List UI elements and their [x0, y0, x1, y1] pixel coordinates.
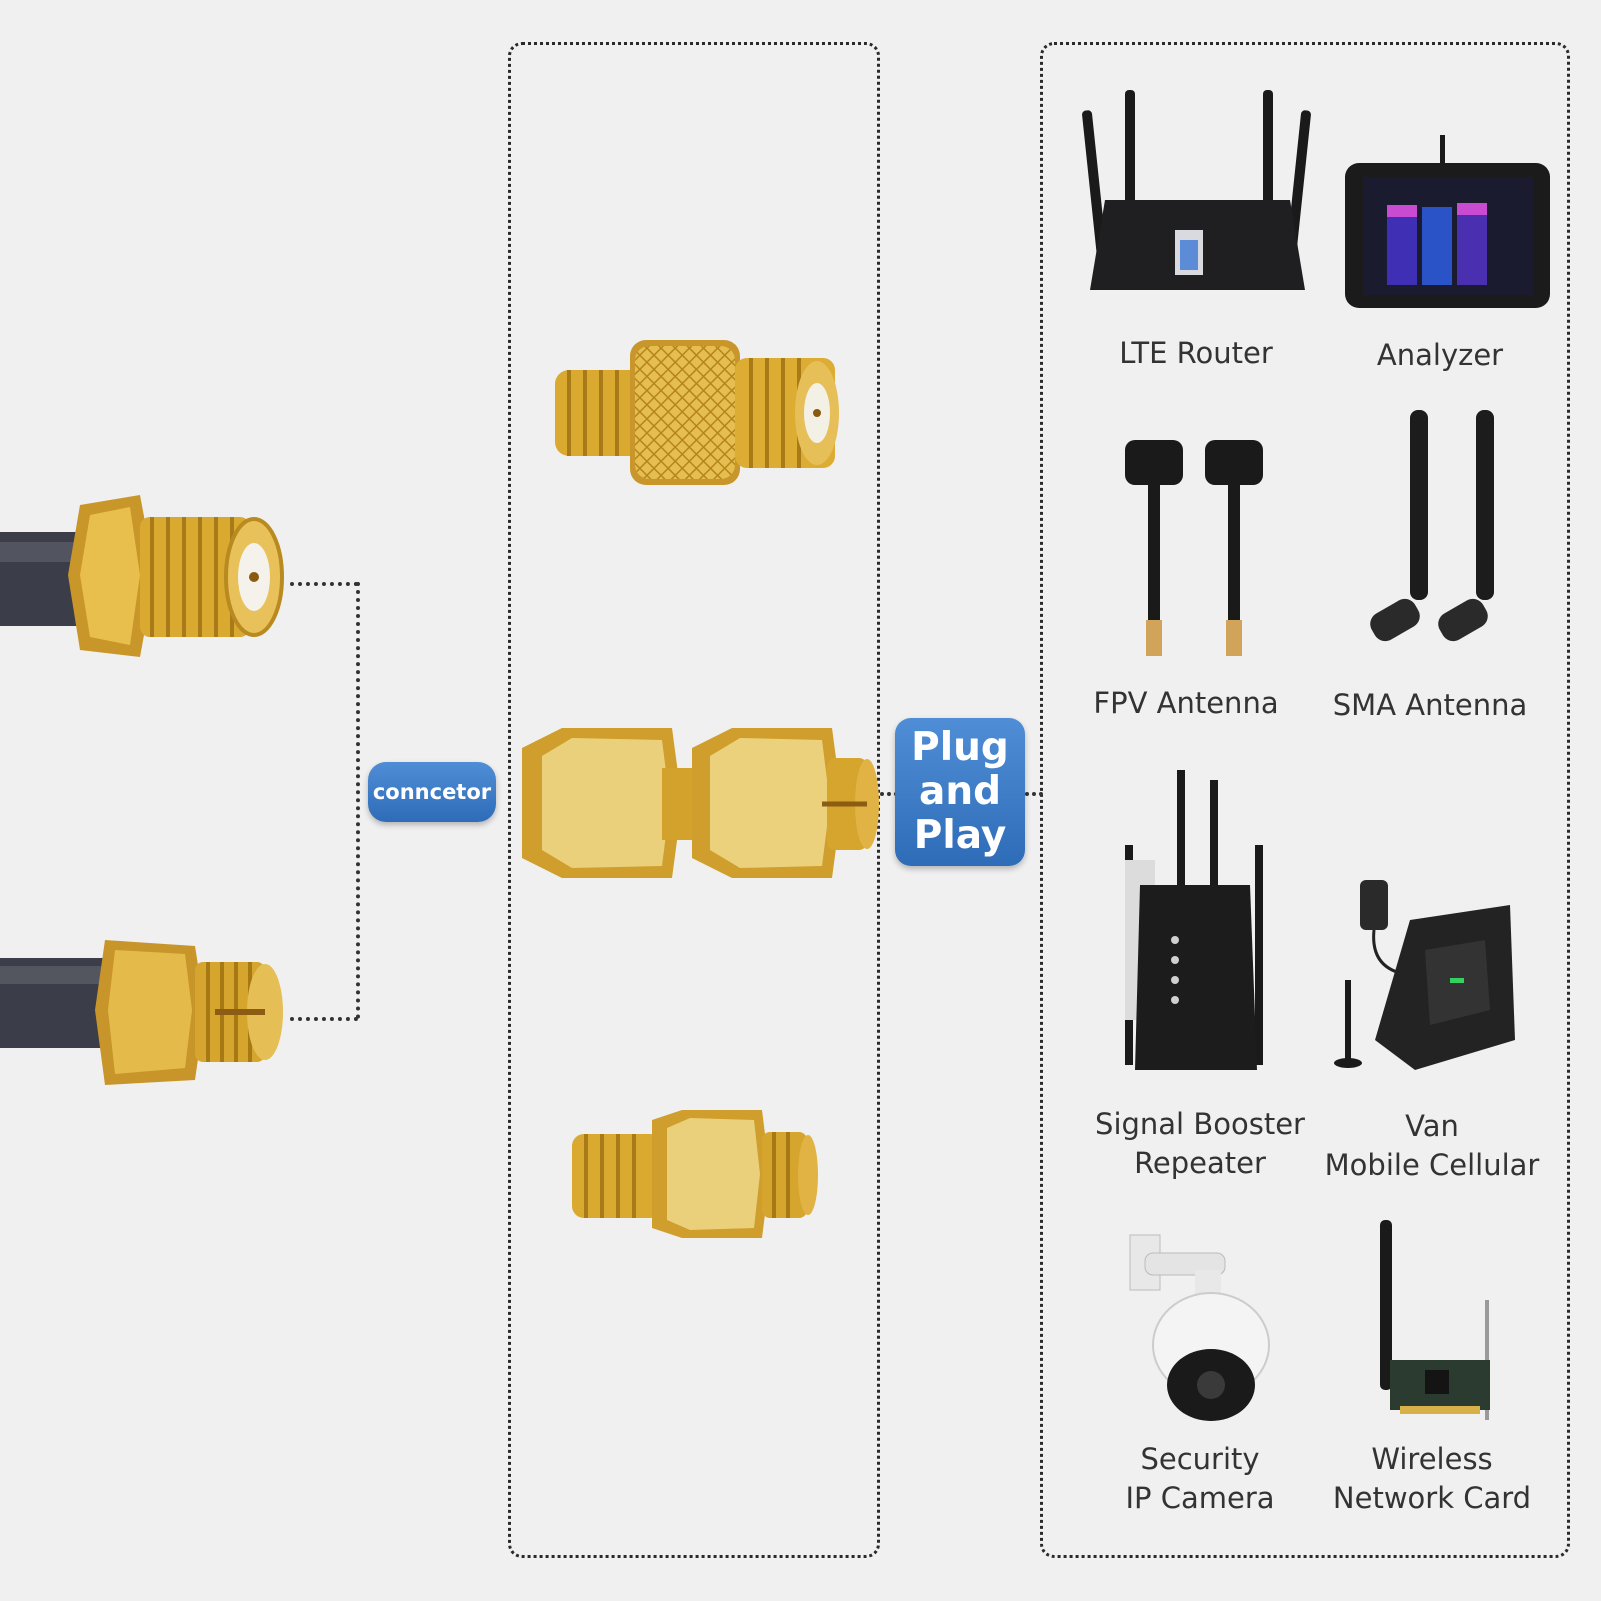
analyzer-icon: [1345, 135, 1550, 308]
device-label-security-camera: Security IP Camera: [1125, 1440, 1274, 1518]
device-label-line: Security: [1140, 1442, 1260, 1476]
device-label-fpv-antenna: FPV Antenna: [1093, 684, 1278, 723]
device-label-line: FPV Antenna: [1093, 686, 1279, 720]
device-label-line: Signal Booster: [1095, 1107, 1305, 1141]
fpv-antenna-icon: [1125, 440, 1263, 656]
sma-antenna-icon: [1370, 410, 1494, 642]
van-mobile-icon: [1334, 880, 1515, 1070]
device-label-line: Mobile Cellular: [1324, 1148, 1540, 1182]
connector-line-vertical: [356, 582, 360, 1019]
connector-badge-label: conncetor: [372, 780, 492, 804]
signal-booster-icon: [1125, 770, 1263, 1070]
connector-line-top: [290, 582, 358, 586]
male-cable-icon: [0, 940, 283, 1085]
device-label-line: Analyzer: [1376, 338, 1504, 372]
plug-line-right: [1025, 792, 1043, 796]
plug-line: [880, 792, 898, 796]
device-label-line: SMA Antenna: [1332, 688, 1528, 722]
connector-line-bottom: [290, 1017, 358, 1021]
device-label-network-card: Wireless Network Card: [1333, 1440, 1531, 1518]
device-label-lte-router: LTE Router: [1119, 334, 1273, 373]
device-label-van-mobile: Van Mobile Cellular: [1325, 1107, 1540, 1185]
security-camera-icon: [1129, 1234, 1270, 1421]
female-male-adapter-icon: [572, 1110, 818, 1238]
female-female-adapter-icon: [555, 340, 839, 485]
device-label-signal-booster: Signal Booster Repeater: [1095, 1105, 1305, 1183]
plug-text-3: Play: [913, 813, 1007, 858]
plug-text-2: and: [919, 769, 1001, 814]
devices-frame: [1040, 42, 1570, 1558]
device-label-line: Repeater: [1134, 1146, 1266, 1180]
female-cable-icon: [0, 495, 284, 657]
device-label-line: Van: [1405, 1109, 1459, 1143]
connector-badge: conncetor: [368, 762, 496, 822]
device-label-line: Network Card: [1332, 1481, 1532, 1515]
device-label-line: IP Camera: [1125, 1481, 1275, 1515]
network-card-icon: [1380, 1220, 1490, 1420]
device-label-sma-antenna: SMA Antenna: [1333, 686, 1527, 725]
male-male-adapter-icon: [522, 728, 879, 878]
plug-and-play-badge: Plug and Play: [895, 718, 1025, 866]
device-label-line: LTE Router: [1119, 336, 1273, 370]
device-label-analyzer: Analyzer: [1377, 336, 1503, 375]
device-label-line: Wireless: [1371, 1442, 1493, 1476]
lte-router-icon: [1082, 90, 1311, 290]
plug-text-1: Plug: [911, 725, 1009, 770]
